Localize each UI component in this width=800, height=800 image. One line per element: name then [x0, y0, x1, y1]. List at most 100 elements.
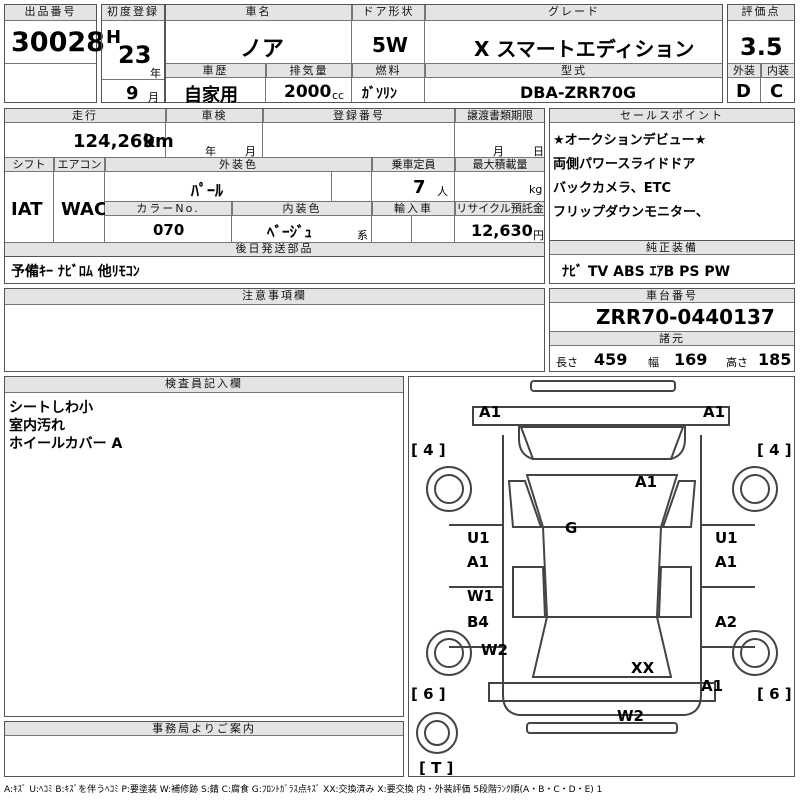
- mark-a2-right: A2: [715, 613, 737, 631]
- aircon-value: WAC: [61, 199, 108, 220]
- mark-b4-left: B4: [467, 613, 489, 631]
- sales-point-line: ★オークションデビュー★: [553, 133, 707, 148]
- width-value: 169: [674, 350, 708, 369]
- inspector-box: 検査員記入欄 シートしわ小 室内汚れ ホイールカバー A: [4, 376, 404, 717]
- int-color-value: ﾍﾞｰｼﾞｭ: [267, 223, 313, 241]
- right-rear-window: [657, 566, 692, 618]
- tire-depth-front-right: [ 4 ]: [757, 441, 792, 459]
- office-box: 事務局よりご案内: [4, 721, 404, 777]
- hood-front: [518, 425, 686, 460]
- inspection-month-unit: 月: [245, 145, 256, 158]
- displacement-value: 2000: [284, 82, 332, 102]
- rear-bumper: [488, 682, 716, 702]
- car-name-label: 車名: [166, 5, 351, 21]
- int-grade: C: [770, 81, 784, 102]
- front-bumper-bar: [530, 380, 676, 392]
- lot-label: 出品番号: [5, 5, 96, 21]
- int-color-label: 内装色: [232, 202, 371, 216]
- equipment-value: ﾅﾋﾞ TV ABS ｴｱB PS PW: [562, 264, 731, 280]
- month-unit: 月: [148, 91, 159, 104]
- notes-label: 注意事項欄: [5, 289, 544, 305]
- aircon-label: エアコン: [54, 158, 104, 172]
- mileage-value: 124,269: [73, 131, 155, 152]
- door-type: 5W: [372, 33, 408, 57]
- later-parts-label: 後日発送部品: [5, 243, 544, 256]
- width-label: 幅: [648, 356, 659, 369]
- history-value: 自家用: [184, 85, 238, 106]
- mark-a1-front-right: A1: [703, 403, 725, 421]
- mark-u1-right: U1: [715, 529, 738, 547]
- car-info-box: 車名 ドア形状 グレード ノア 5W X スマートエディション 車歴 排気量 燃…: [165, 4, 723, 106]
- tire-depth-rear-right: [ 6 ]: [757, 685, 792, 703]
- first-reg-year: 23: [118, 41, 152, 69]
- car-diagram: A1 A1 [ 4 ] [ 4 ] A1 G U1 A1 U1 A1 W1 B4…: [408, 376, 795, 777]
- roof: [541, 526, 663, 618]
- chassis-box: 車台番号 ZRR70-0440137 諸元 長さ 459 幅 169 高さ 18…: [549, 288, 795, 372]
- length-label: 長さ: [556, 356, 578, 369]
- equipment-box: 純正装備 ﾅﾋﾞ TV ABS ｴｱB PS PW: [549, 240, 795, 284]
- left-front-window: [507, 480, 543, 528]
- mark-a1-right: A1: [715, 553, 737, 571]
- mark-a1-rear-right: A1: [701, 677, 723, 695]
- model-code-label: 型式: [425, 64, 722, 78]
- height-label: 高さ: [726, 356, 748, 369]
- sales-point-line: 両側パワースライドドア: [553, 157, 696, 172]
- sales-point-line: バックカメラ、ETC: [553, 181, 672, 196]
- first-reg-box: 初度登録 H 23 年 9 月: [101, 4, 165, 104]
- first-reg-month: 9: [126, 83, 139, 104]
- mark-g-windshield: G: [565, 519, 577, 537]
- tire-front-left: [426, 466, 472, 512]
- transfer-day-unit: 日: [533, 145, 544, 158]
- chassis-label: 車台番号: [550, 289, 794, 303]
- front-bumper: [472, 406, 730, 426]
- mark-u1-left: U1: [467, 529, 490, 547]
- year-unit: 年: [150, 67, 161, 80]
- equipment-label: 純正装備: [550, 241, 794, 255]
- first-reg-label: 初度登録: [102, 5, 164, 21]
- max-load-unit: kg: [529, 183, 543, 196]
- sales-points-label: セールスポイント: [550, 109, 794, 123]
- office-label: 事務局よりご案内: [5, 722, 403, 736]
- ext-grade: D: [736, 81, 751, 102]
- dims-label: 諸元: [550, 332, 794, 346]
- grade-label: グレード: [425, 5, 722, 21]
- tire-rear-right: [732, 630, 778, 676]
- int-grade-label: 内装: [761, 64, 794, 78]
- score-box: 評価点 3.5 外装 内装 D C: [727, 4, 795, 103]
- color-no-label: カラーNo.: [105, 202, 231, 216]
- inspector-note: ホイールカバー A: [9, 436, 123, 452]
- hood: [519, 426, 685, 460]
- length-value: 459: [594, 350, 628, 369]
- reg-no-label: 登録番号: [263, 109, 454, 123]
- chassis-number: ZRR70-0440137: [596, 305, 775, 329]
- color-no-value: 070: [153, 221, 185, 239]
- fuel-label: 燃料: [352, 64, 424, 78]
- lot-number: 30028: [11, 27, 105, 58]
- fuel-value: ｶﾞｿﾘﾝ: [362, 86, 397, 102]
- notes-box: 注意事項欄: [4, 288, 545, 372]
- later-parts-value: 予備ｷｰ ﾅﾋﾞﾛﾑ 他ﾘﾓｺﾝ: [11, 264, 140, 280]
- shift-label: シフト: [5, 158, 53, 172]
- mileage-unit: km: [143, 131, 174, 152]
- mark-w2-rear: W2: [617, 707, 644, 725]
- car-diagram-svg: A1 A1 [ 4 ] [ 4 ] A1 G U1 A1 U1 A1 W1 B4…: [411, 380, 792, 777]
- mark-a1-front-left: A1: [479, 403, 501, 421]
- legend-text: A:ｷｽﾞ U:ﾍｺﾐ B:ｷｽﾞを伴うﾍｺﾐ P:要塗装 W:補修跡 S:錆 …: [4, 785, 603, 795]
- model-code: DBA-ZRR70G: [520, 83, 637, 102]
- recycle-value: 12,630: [471, 221, 533, 240]
- lot-box: 出品番号 30028: [4, 4, 105, 103]
- shift-value: IAT: [11, 199, 43, 220]
- mark-w2-left: W2: [481, 641, 508, 659]
- inspector-label: 検査員記入欄: [5, 377, 403, 393]
- transfer-label: 譲渡書類期限: [455, 109, 544, 123]
- ext-color-value: ﾊﾟｰﾙ: [191, 181, 224, 200]
- max-load-label: 最大積載量: [455, 158, 544, 172]
- mark-a1-left: A1: [467, 553, 489, 571]
- rear-glass: [531, 616, 673, 678]
- body-outline: [502, 435, 702, 716]
- mileage-label: 走行: [5, 109, 165, 123]
- transfer-month-unit: 月: [493, 145, 504, 158]
- tire-depth-rear-left: [ 6 ]: [411, 685, 446, 703]
- spare-label: [ T ]: [419, 759, 453, 776]
- rear-bumper-bar: [526, 722, 678, 734]
